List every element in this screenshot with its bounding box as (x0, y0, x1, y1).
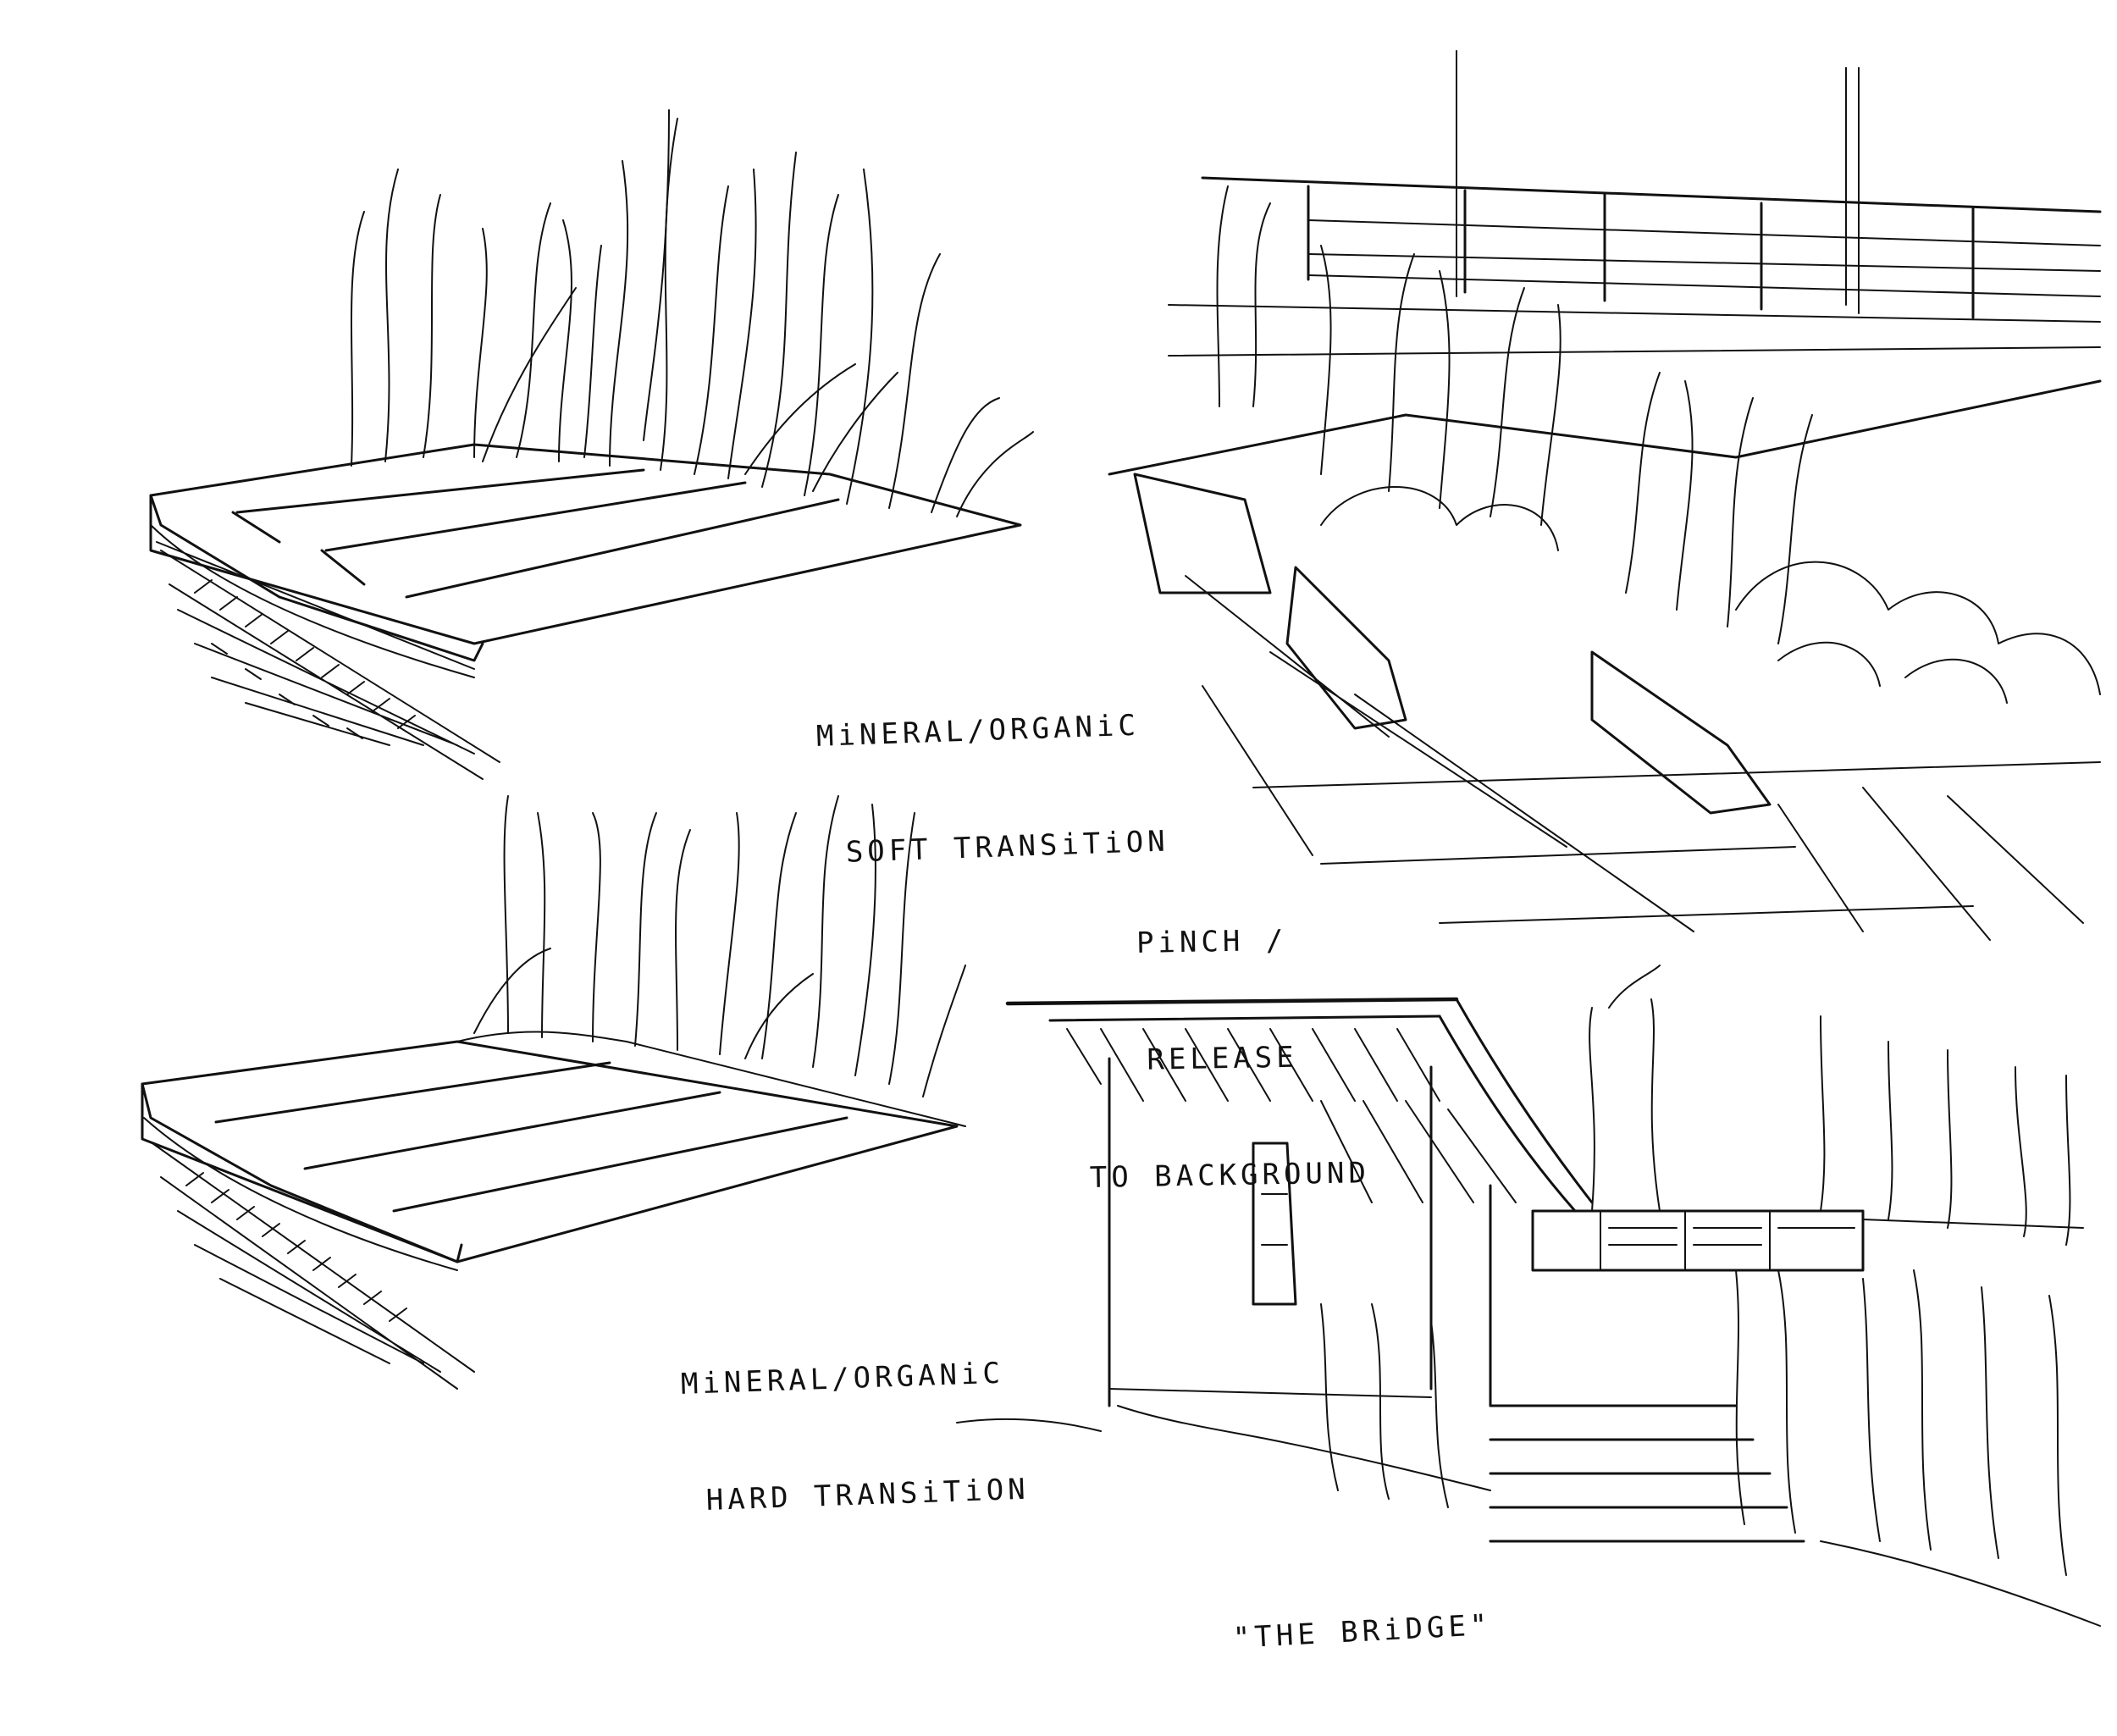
caption-pinch-line3: TO BACKGROUND (1089, 1156, 1371, 1195)
caption-pinch-line1: PiNCH / (1136, 923, 1288, 960)
caption-bridge-line1: "THE BRiDGE" (1231, 1607, 1493, 1656)
caption-pinch-line2: RELEASE (1147, 1040, 1299, 1077)
sketch-drawing (141, 50, 2102, 1627)
pinch-release-vignette (1108, 50, 2102, 941)
hard-transition-vignette (141, 795, 966, 1390)
sketch-sheet: MiNERAL/ORGANiC SOFT TRANSiTiON PiNCH / … (141, 50, 2102, 1656)
caption-hard-line2: HARD TRANSiTiON (705, 1472, 1031, 1518)
caption-hard-line1: MiNERAL/ORGANiC (680, 1356, 1005, 1402)
caption-pinch-release: PiNCH / RELEASE TO BACKGROUND (1084, 842, 1372, 1275)
soft-transition-vignette (149, 109, 1034, 780)
caption-soft-line1: MiNERAL/ORGANiC (815, 708, 1141, 754)
caption-hard-transition: MiNERAL/ORGANiC HARD TRANSiTiON (677, 1275, 1033, 1599)
bridge-vignette (956, 965, 2101, 1627)
caption-the-bridge: "THE BRiDGE" (1228, 1528, 1496, 1736)
